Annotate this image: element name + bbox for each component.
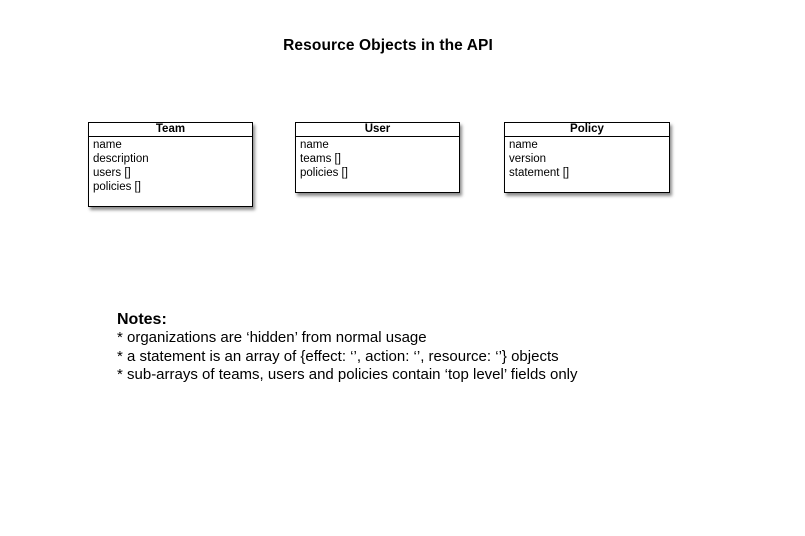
entity-field-list: name version statement [] (505, 137, 669, 180)
entity-field: version (509, 153, 547, 165)
entity-field: name (300, 139, 329, 151)
entity-header: User (296, 123, 459, 137)
entity-field: teams [] (300, 153, 341, 165)
notes-list: * organizations are ‘hidden’ from normal… (117, 329, 757, 385)
note-item: * a statement is an array of {effect: ‘’… (117, 347, 559, 365)
diagram-title: Resource Objects in the API (283, 37, 493, 54)
entity-field: statement [] (509, 167, 570, 179)
entity-field: policies [] (93, 181, 141, 193)
entity-field: name (93, 139, 122, 151)
entity-field-list: name description users [] policies [] (89, 137, 252, 194)
entity-header: Policy (505, 123, 669, 137)
entity-user: User name teams [] policies [] (295, 122, 460, 193)
entity-header: Team (89, 123, 252, 137)
entity-field: description (93, 153, 149, 165)
entity-field: policies [] (300, 167, 348, 179)
note-item: * organizations are ‘hidden’ from normal… (117, 329, 427, 346)
entity-policy: Policy name version statement [] (504, 122, 670, 193)
notes-heading: Notes: (117, 311, 167, 328)
note-item: * sub-arrays of teams, users and policie… (117, 366, 578, 383)
entity-field-list: name teams [] policies [] (296, 137, 459, 180)
entity-field: name (509, 139, 538, 151)
entity-field: users [] (93, 167, 131, 179)
notes-section: Notes: * organizations are ‘hidden’ from… (117, 311, 757, 385)
entity-team: Team name description users [] policies … (88, 122, 253, 207)
